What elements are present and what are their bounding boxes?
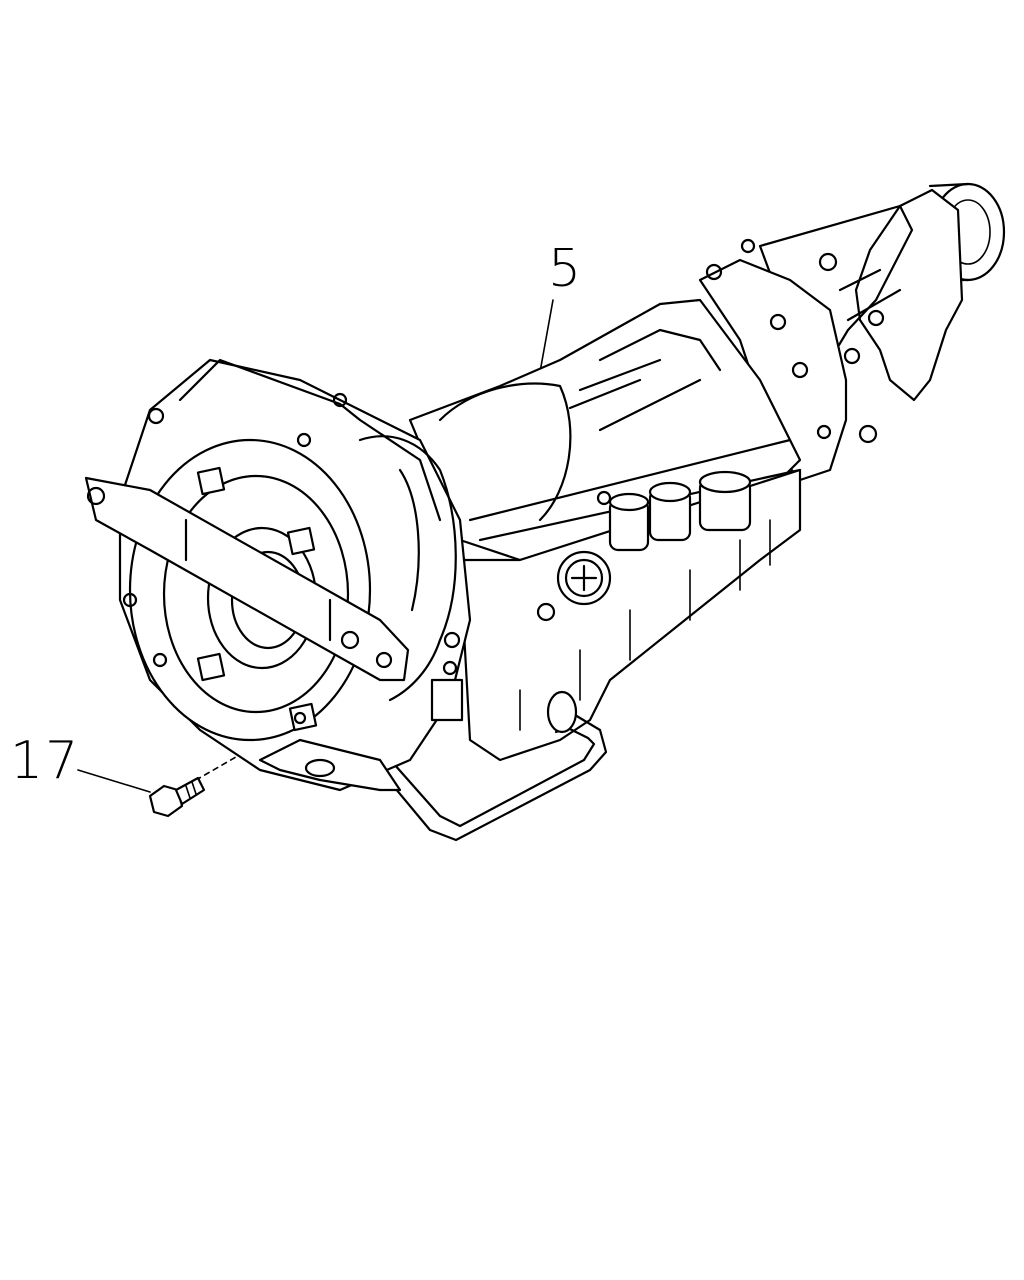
callout-label-5[interactable]: 5 — [548, 239, 583, 299]
pump-housing — [358, 435, 464, 722]
callout-label-17[interactable]: 17 — [10, 731, 80, 791]
extension-housing — [758, 182, 1006, 444]
bolt-part-17[interactable] — [148, 776, 206, 818]
leader-line-5 — [539, 299, 554, 373]
transmission-assembly-part-5[interactable] — [84, 182, 1006, 842]
bell-housing — [84, 358, 472, 792]
leader-line-17 — [77, 769, 151, 793]
transmission-main-case — [408, 238, 848, 762]
